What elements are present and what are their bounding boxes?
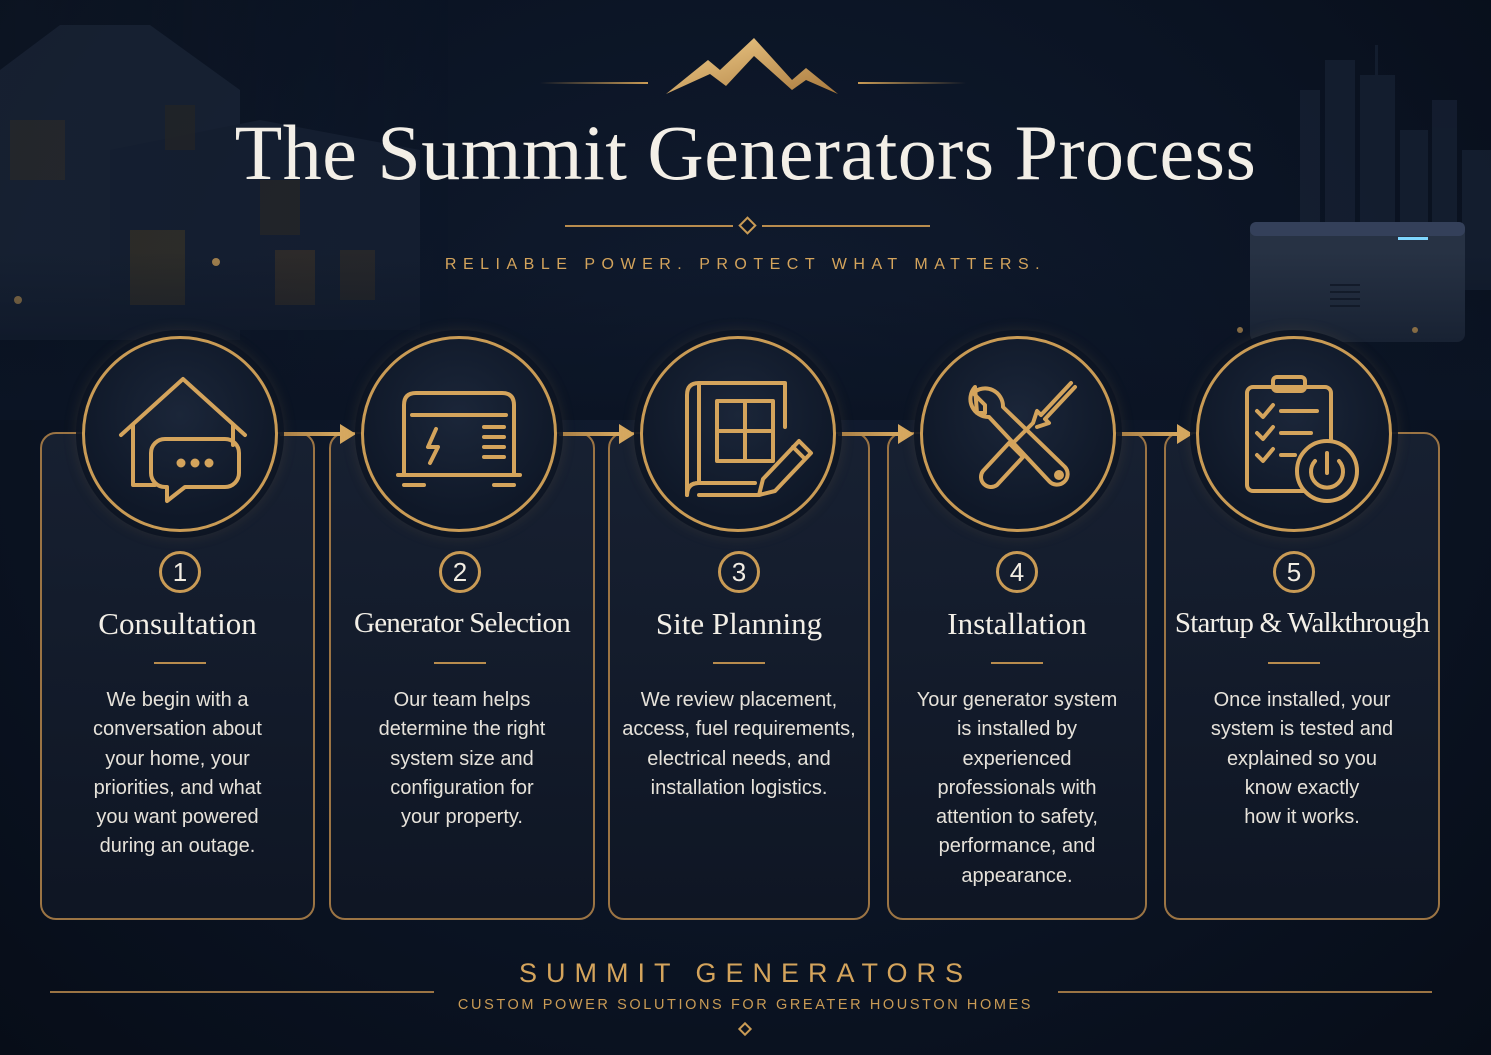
page-title: The Summit Generators Process — [234, 109, 1257, 196]
step-1-description: We begin with a conversation about your … — [92, 689, 262, 858]
step-2-description: Our team helps determine the right syste… — [378, 689, 546, 829]
house-chat-icon — [119, 377, 247, 503]
arrow-1-2 — [280, 424, 356, 444]
step-5-description: Once installed, your system is tested an… — [1210, 689, 1394, 829]
step-1-icon-circle — [82, 336, 278, 532]
step-2-rule — [434, 662, 486, 664]
footer-brand: SUMMIT GENERATORS — [518, 958, 973, 988]
logo-line-left — [540, 82, 648, 84]
title-rule-left — [565, 225, 733, 227]
footer-rule-left — [50, 991, 434, 993]
step-5-icon-circle — [1196, 336, 1392, 532]
mountain-logo-icon — [666, 38, 838, 94]
arrow-4-5 — [1117, 424, 1193, 444]
step-5-number: 5 — [1273, 551, 1315, 593]
step-4-title: Installation — [947, 606, 1087, 641]
step-2-title: Generator Selection — [354, 607, 571, 639]
logo-line-right — [858, 82, 966, 84]
title-rule-right — [762, 225, 930, 227]
checklist-power-icon — [1245, 375, 1359, 503]
tagline: RELIABLE POWER. PROTECT WHAT MATTERS. — [444, 256, 1047, 273]
arrow-3-4 — [838, 424, 914, 444]
footer-diamond — [737, 1021, 753, 1037]
step-3-rule — [713, 662, 765, 664]
step-4-rule — [991, 662, 1043, 664]
footer-rule-right — [1058, 991, 1432, 993]
generator-icon — [396, 391, 522, 487]
step-1-number: 1 — [159, 551, 201, 593]
step-5-title: Startup & Walkthrough — [1174, 607, 1430, 639]
arrow-2-3 — [559, 424, 635, 444]
step-1-rule — [154, 662, 206, 664]
step-3-number: 3 — [718, 551, 760, 593]
step-5-rule — [1268, 662, 1320, 664]
step-2-icon-circle — [361, 336, 557, 532]
step-3-icon-circle — [640, 336, 836, 532]
step-4-number: 4 — [996, 551, 1038, 593]
step-3-description: We review placement, access, fuel requir… — [622, 689, 856, 799]
step-2-number: 2 — [439, 551, 481, 593]
blueprint-pencil-icon — [685, 381, 813, 497]
step-4-description: Your generator system is installed by ex… — [916, 689, 1118, 887]
footer-subtitle: CUSTOM POWER SOLUTIONS FOR GREATER HOUST… — [457, 997, 1034, 1013]
wrench-screwdriver-icon — [968, 381, 1077, 489]
step-1-title: Consultation — [98, 606, 257, 641]
step-4-icon-circle — [920, 336, 1116, 532]
step-3-title: Site Planning — [655, 606, 823, 641]
